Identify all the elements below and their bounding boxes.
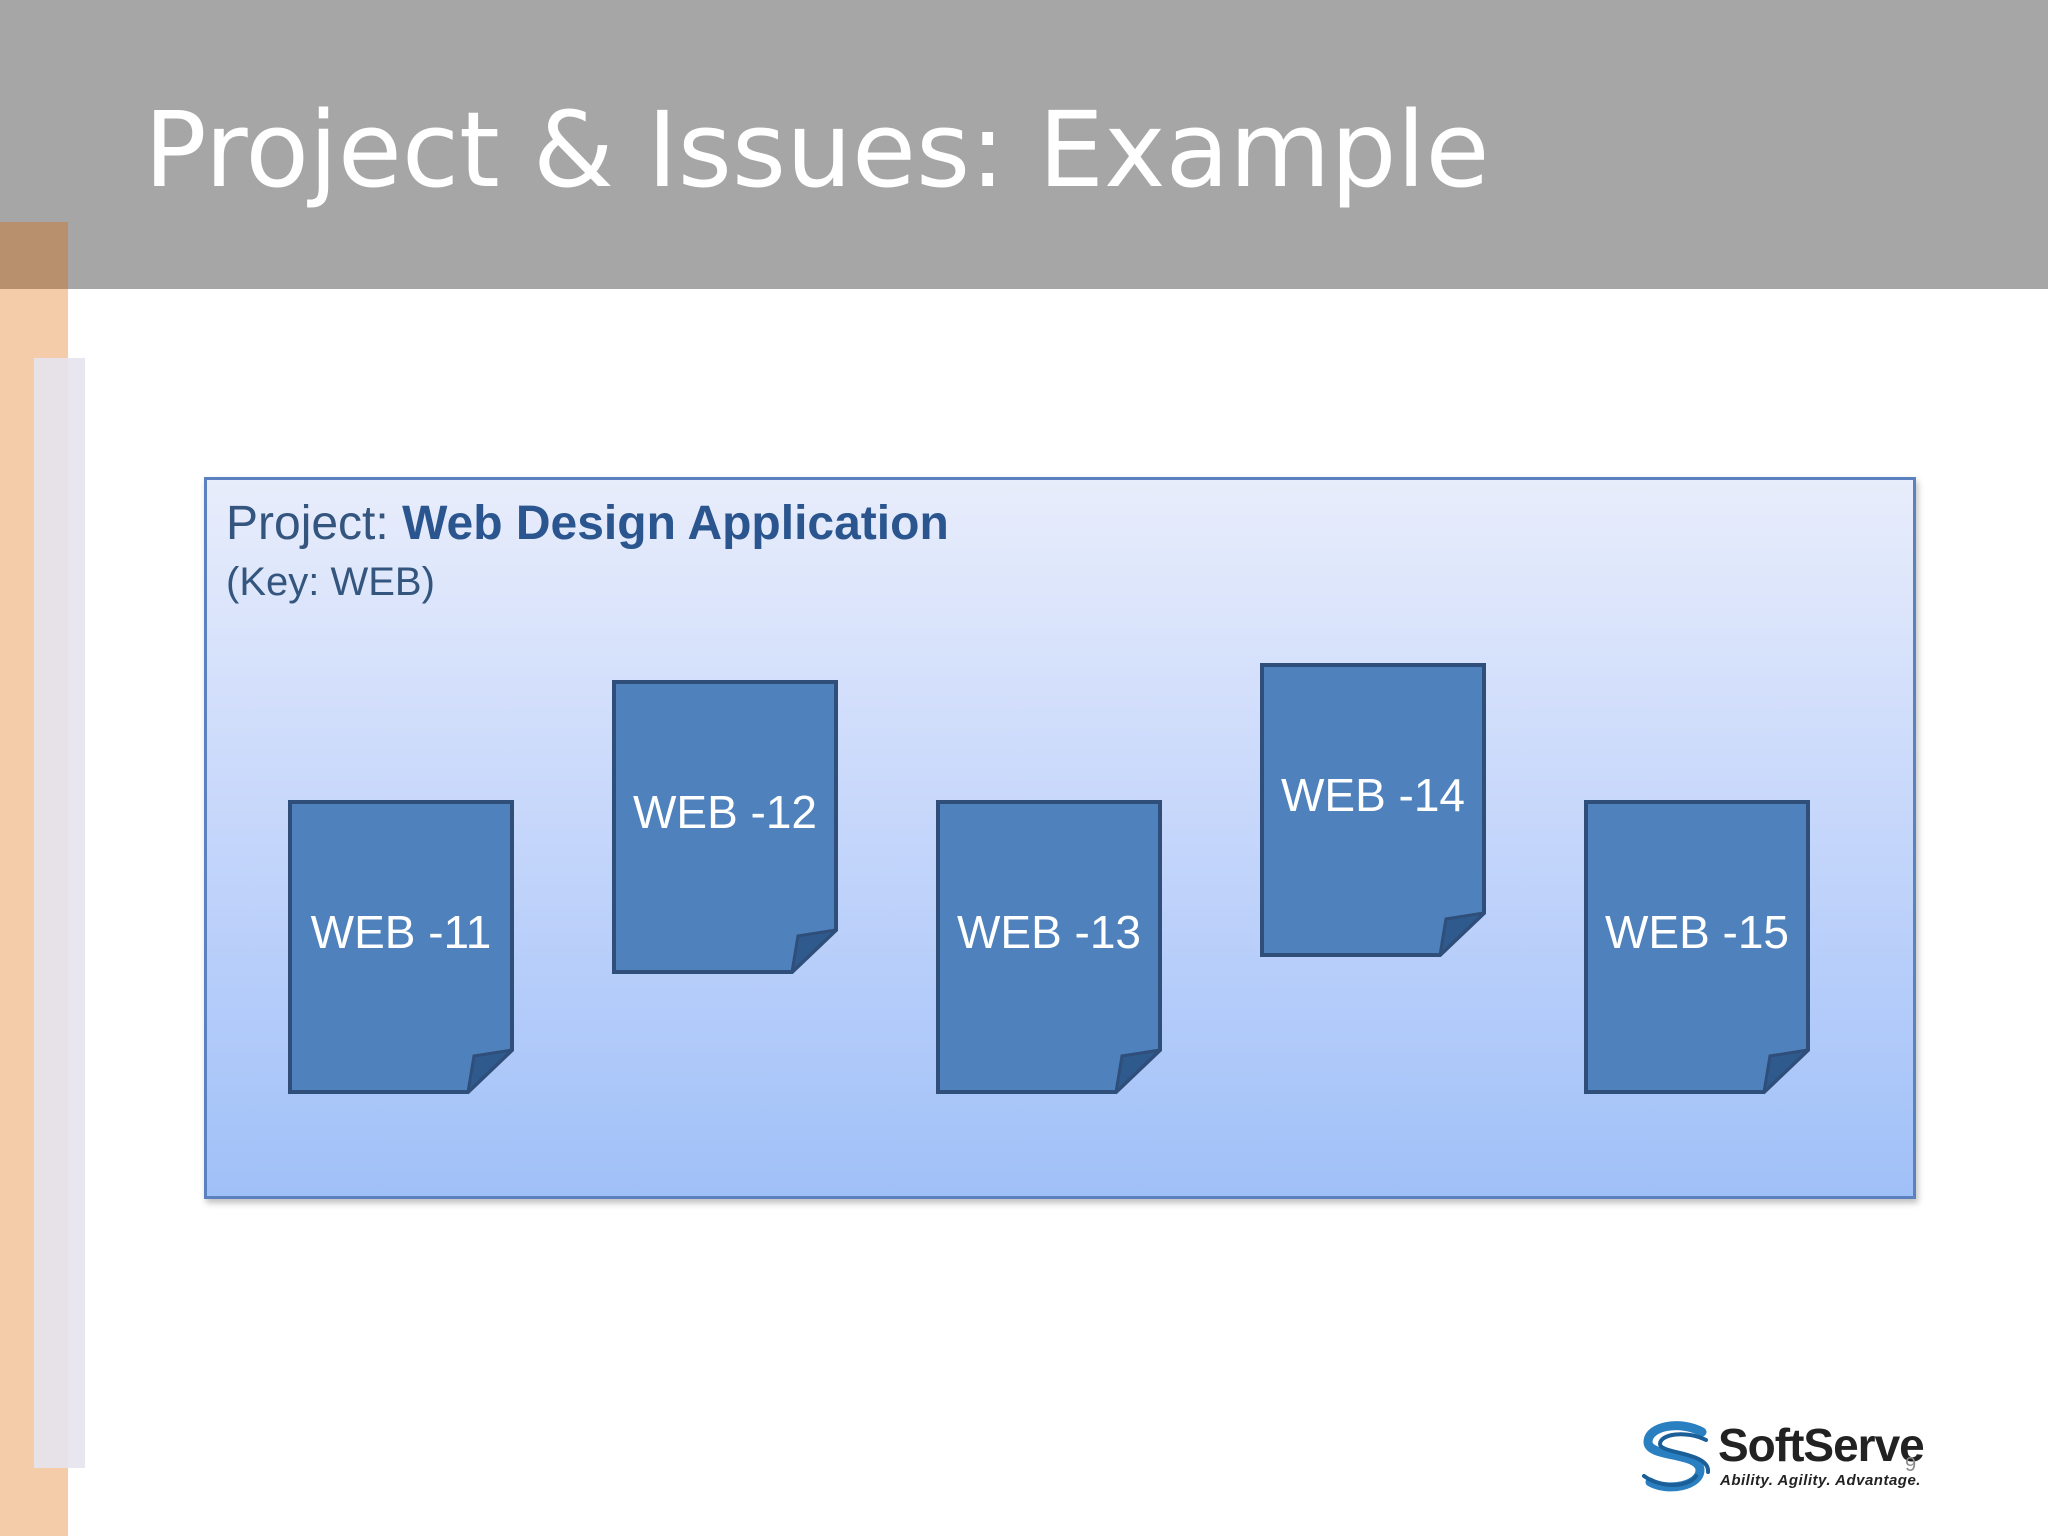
issue-label: WEB -11 xyxy=(310,906,492,958)
project-title: Project: Web Design Application xyxy=(226,496,949,551)
issue-label: WEB -12 xyxy=(632,786,818,838)
issue-document-icon xyxy=(1584,800,1810,1094)
issue-document-icon xyxy=(936,800,1162,1094)
project-key: (Key: WEB) xyxy=(226,560,435,604)
issue-label: WEB -15 xyxy=(1604,906,1790,958)
slide-header: Project & Issues: Example xyxy=(0,0,2048,289)
issue-label: WEB -13 xyxy=(956,906,1142,958)
issue-document-icon xyxy=(288,800,514,1094)
softserve-swirl-icon xyxy=(1642,1421,1710,1492)
logo-tagline: Ability. Agility. Advantage. xyxy=(1720,1472,1921,1489)
slide-title: Project & Issues: Example xyxy=(144,89,1490,211)
issue-card: WEB -13 xyxy=(936,800,1162,1094)
issue-document-icon xyxy=(612,680,838,974)
issue-label: WEB -14 xyxy=(1280,769,1466,821)
logo-name: SoftServe xyxy=(1718,1419,1925,1471)
softserve-logo: SoftServe Ability. Agility. Advantage. xyxy=(1640,1418,1960,1498)
issue-card: WEB -14 xyxy=(1260,663,1486,957)
issue-card: WEB -11 xyxy=(288,800,514,1094)
issue-document-icon xyxy=(1260,663,1486,957)
project-name: Web Design Application xyxy=(402,497,949,550)
issue-card: WEB -12 xyxy=(612,680,838,974)
project-prefix: Project: xyxy=(226,497,403,550)
accent-strip-inner xyxy=(34,358,85,1468)
accent-strip-top xyxy=(0,222,68,289)
page-number: 9 xyxy=(1905,1454,1917,1476)
issue-card: WEB -15 xyxy=(1584,800,1810,1094)
